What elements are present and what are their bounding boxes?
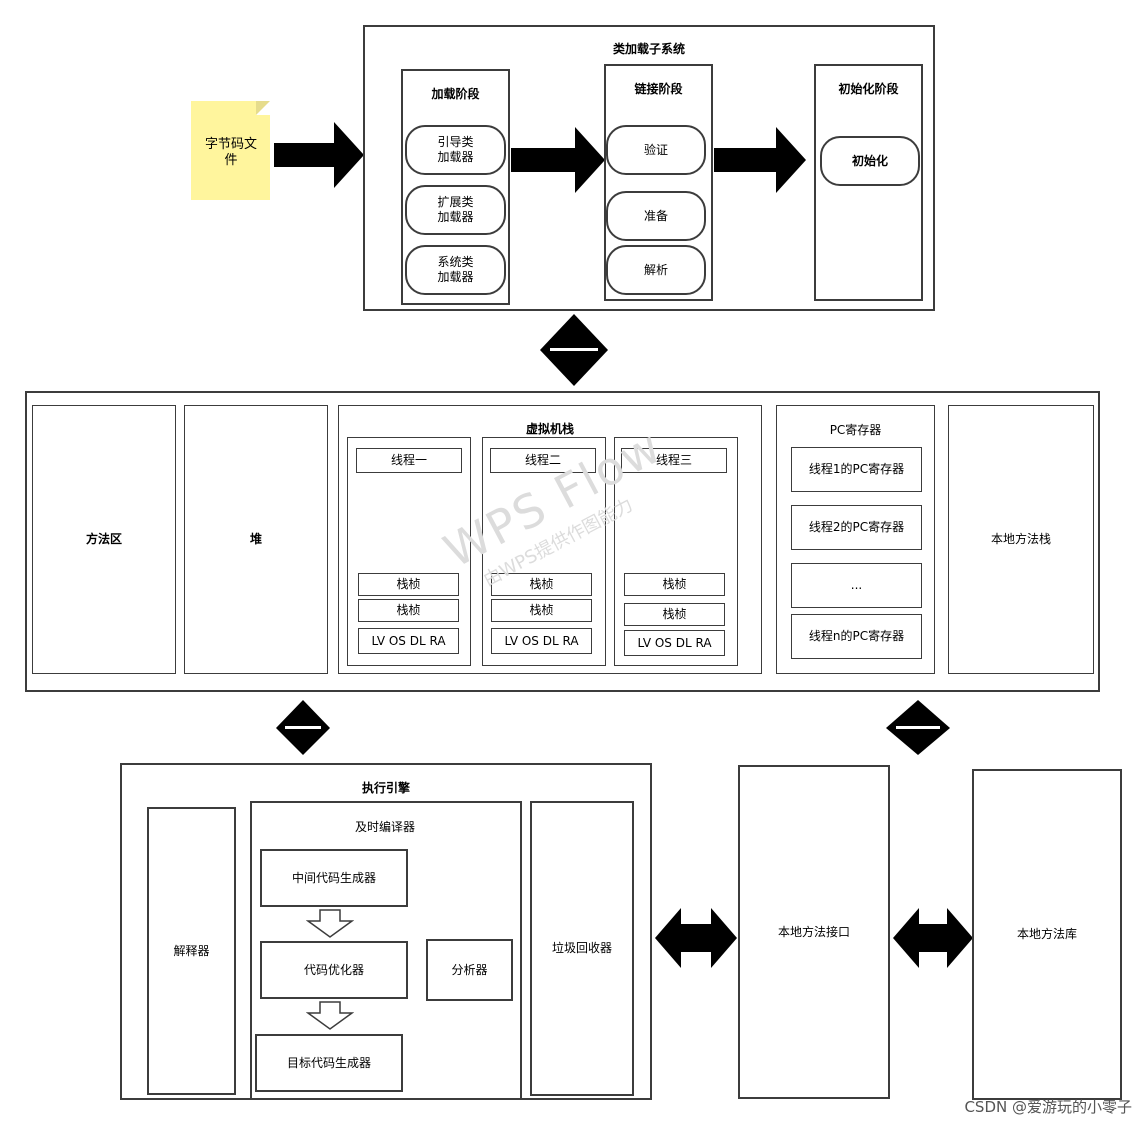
native-method-interface: 本地方法接口 [738, 765, 890, 1099]
method-area: 方法区 [32, 405, 176, 674]
pc-register-title: PC寄存器 [829, 423, 882, 437]
vm-stack-title: 虚拟机栈 [525, 422, 574, 436]
heap: 堆 [184, 405, 328, 674]
native-method-library: 本地方法库 [972, 769, 1122, 1100]
resolve: 解析 [606, 245, 706, 295]
thread-1-frame-detail: LV OS DL RA [358, 628, 459, 654]
code-optimizer: 代码优化器 [260, 941, 408, 999]
pc-register-item-1: 线程1的PC寄存器 [791, 447, 922, 492]
double-arrow-vertical-icon [276, 700, 330, 755]
thread-1 [347, 437, 471, 666]
initialize: 初始化 [820, 136, 920, 186]
thread-3 [614, 437, 738, 666]
arrow-right-icon [274, 122, 364, 188]
thread-3-frame-2: 栈桢 [624, 603, 725, 626]
note-fold [256, 101, 270, 115]
extension-loader: 扩展类 加载器 [405, 185, 506, 235]
thread-1-frame-1: 栈桢 [358, 573, 459, 596]
thread-3-frame-detail: LV OS DL RA [624, 630, 725, 656]
thread-3-frame-1: 栈桢 [624, 573, 725, 596]
system-loader: 系统类 加载器 [405, 245, 506, 295]
bootstrap-loader: 引导类 加载器 [405, 125, 506, 175]
execution-engine-title: 执行引擎 [361, 781, 410, 795]
double-arrow-vertical-icon [886, 700, 950, 755]
pc-register-item-2: 线程2的PC寄存器 [791, 505, 922, 550]
verify: 验证 [606, 125, 706, 175]
thread-2 [482, 437, 606, 666]
arrow-right-icon [714, 127, 806, 193]
garbage-collector: 垃圾回收器 [530, 801, 634, 1096]
analyzer: 分析器 [426, 939, 513, 1001]
thread-1-frame-2: 栈桢 [358, 599, 459, 622]
thread-1-name: 线程一 [356, 448, 462, 473]
thread-2-name: 线程二 [490, 448, 596, 473]
bytecode-file-label: 字节码文件 [204, 137, 257, 168]
thread-3-name: 线程三 [621, 448, 727, 473]
prepare: 准备 [606, 191, 706, 241]
double-arrow-horizontal-icon [893, 908, 973, 968]
linking-stage-title: 链接阶段 [634, 82, 683, 96]
class-loader-title: 类加载子系统 [612, 42, 685, 56]
double-arrow-vertical-icon [540, 314, 608, 386]
intermediate-code-generator: 中间代码生成器 [260, 849, 408, 907]
thread-2-frame-1: 栈桢 [491, 573, 592, 596]
thread-2-frame-detail: LV OS DL RA [491, 628, 592, 654]
loading-stage-title: 加载阶段 [431, 87, 480, 101]
init-stage-title: 初始化阶段 [838, 82, 899, 96]
pc-register-item-n: 线程n的PC寄存器 [791, 614, 922, 659]
bytecode-file-note: 字节码文件 [191, 101, 270, 200]
arrow-down-icon [306, 1001, 354, 1030]
arrow-right-icon [511, 127, 605, 193]
csdn-footer: CSDN @爱游玩的小零子 [964, 1098, 1132, 1116]
jit-compiler-title: 及时编译器 [354, 820, 415, 834]
double-arrow-horizontal-icon [655, 908, 737, 968]
arrow-down-icon [306, 909, 354, 938]
target-code-generator: 目标代码生成器 [255, 1034, 403, 1092]
interpreter: 解释器 [147, 807, 236, 1095]
thread-2-frame-2: 栈桢 [491, 599, 592, 622]
pc-register-item-ellipsis: ... [791, 563, 922, 608]
native-method-stack: 本地方法栈 [948, 405, 1094, 674]
